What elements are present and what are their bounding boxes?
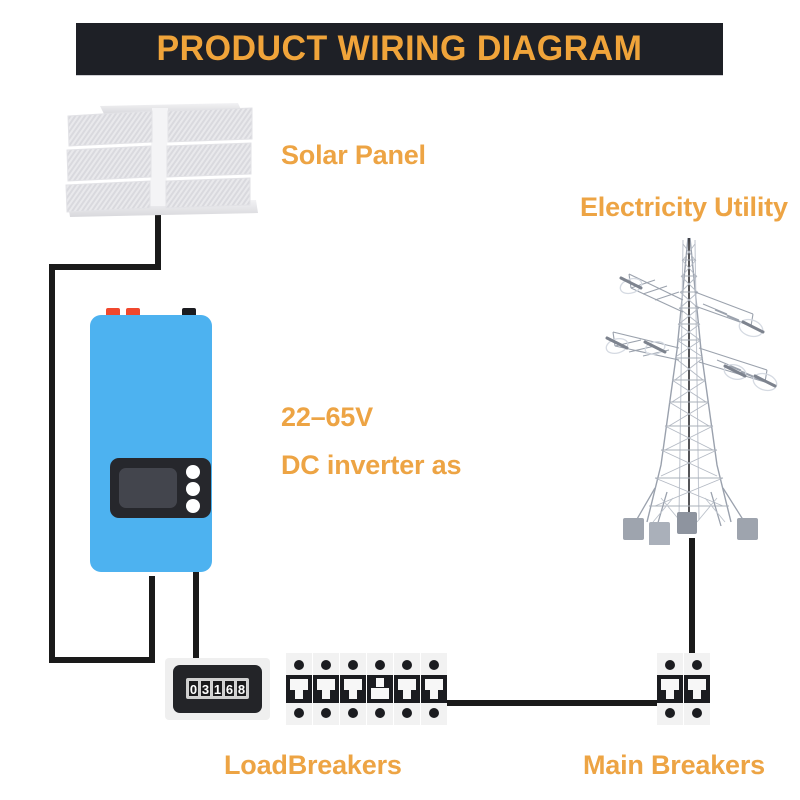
breaker-screw-icon (321, 708, 331, 718)
load-breaker-pole[interactable] (421, 653, 447, 725)
breaker-screw-icon (402, 660, 412, 670)
breaker-toggle[interactable] (317, 679, 335, 699)
inverter-button-2[interactable] (186, 482, 200, 496)
main-breaker-pole[interactable] (657, 653, 683, 725)
meter-reading: 0 3 1 6 8 (186, 678, 249, 699)
breaker-screw-icon (348, 660, 358, 670)
load-breaker-pole[interactable] (367, 653, 393, 725)
label-load-breakers: LoadBreakers (224, 750, 402, 780)
label-solar-panel: Solar Panel (281, 140, 426, 170)
inverter-button-3[interactable] (186, 499, 200, 513)
breaker-screw-icon (429, 660, 439, 670)
breaker-screw-icon (348, 708, 358, 718)
breaker-screw-icon (665, 660, 675, 670)
meter-digit: 1 (212, 680, 223, 697)
breaker-screw-icon (375, 708, 385, 718)
inverter-button-1[interactable] (186, 465, 200, 479)
main-breaker-pole[interactable] (684, 653, 710, 725)
breaker-toggle[interactable] (344, 679, 362, 699)
panel-cell (166, 142, 252, 178)
breaker-screw-icon (294, 660, 304, 670)
wire-solar-to-inverter (49, 214, 161, 663)
tower-footings (623, 512, 758, 545)
breaker-toggle[interactable] (398, 679, 416, 699)
tower-conductors (605, 276, 777, 388)
electric-meter: 0 3 1 6 8 (165, 658, 270, 720)
load-breaker-pole[interactable] (394, 653, 420, 725)
breaker-screw-icon (429, 708, 439, 718)
breaker-screw-icon (321, 660, 331, 670)
breaker-screw-icon (692, 708, 702, 718)
meter-digit: 6 (224, 680, 235, 697)
panel-cell (66, 145, 152, 182)
solar-panel (65, 103, 258, 217)
inverter-screen (119, 468, 177, 508)
load-breaker-bank (286, 653, 447, 725)
label-main-breakers: Main Breakers (583, 750, 765, 780)
panel-cell (67, 110, 153, 147)
dc-inverter (90, 300, 212, 572)
panel-cell (167, 107, 253, 143)
page-title: PRODUCT WIRING DIAGRAM (156, 29, 643, 68)
panel-center-strut (150, 108, 168, 206)
panel-cell (65, 180, 151, 213)
meter-digit: 3 (200, 680, 211, 697)
title-banner: PRODUCT WIRING DIAGRAM (76, 23, 723, 75)
meter-digit: 0 (188, 680, 199, 697)
breaker-screw-icon (402, 708, 412, 718)
breaker-screw-icon (665, 708, 675, 718)
label-inverter-voltage: 22–65V (281, 402, 373, 432)
load-breaker-pole[interactable] (340, 653, 366, 725)
inverter-display-panel (110, 458, 211, 518)
breaker-toggle[interactable] (425, 679, 443, 699)
inverter-body (90, 315, 212, 572)
breaker-screw-icon (294, 708, 304, 718)
label-electricity-utility: Electricity Utility (580, 192, 788, 222)
breaker-screw-icon (692, 660, 702, 670)
breaker-toggle[interactable] (371, 678, 389, 699)
breaker-toggle[interactable] (688, 679, 706, 699)
label-inverter-type: DC inverter as (281, 450, 462, 480)
load-breaker-pole[interactable] (286, 653, 312, 725)
meter-face: 0 3 1 6 8 (173, 665, 262, 713)
tower-crossarm-upper (628, 273, 754, 327)
load-breaker-pole[interactable] (313, 653, 339, 725)
main-breaker-bank (657, 653, 710, 725)
breaker-toggle[interactable] (661, 679, 679, 699)
transmission-tower (605, 237, 778, 545)
breaker-toggle[interactable] (290, 679, 308, 699)
meter-digit: 8 (236, 680, 247, 697)
panel-cell (165, 177, 251, 209)
breaker-screw-icon (375, 660, 385, 670)
